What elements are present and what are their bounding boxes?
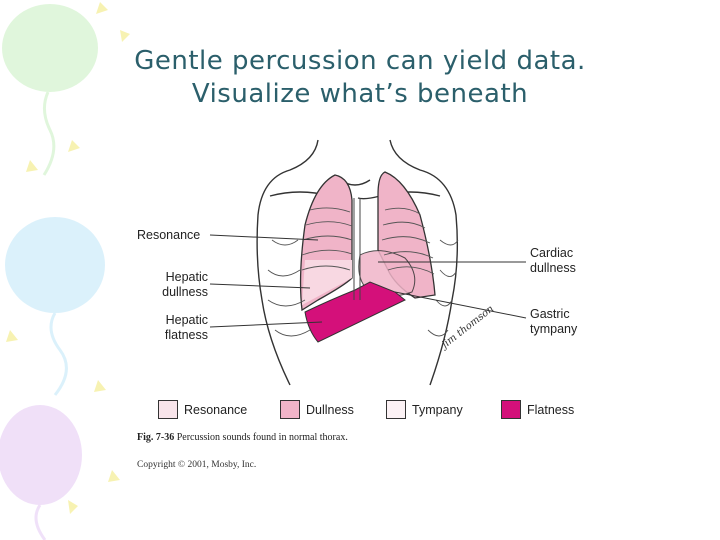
label-cardiac-dullness-line2: dullness (530, 261, 576, 275)
legend-label-dullness: Dullness (306, 403, 354, 417)
right-lung (299, 174, 353, 312)
blue-balloon (5, 217, 105, 313)
legend-label-tympany: Tympany (412, 403, 463, 417)
sternum (353, 198, 361, 300)
figure-number: Fig. 7-36 (137, 432, 175, 443)
label-hepatic-dullness-line2: dullness (162, 285, 208, 299)
legend-swatch-flatness (501, 400, 521, 419)
label-hepatic-flatness-line2: flatness (164, 328, 208, 342)
legend-swatch-tympany (386, 400, 406, 419)
legend-label-resonance: Resonance (184, 403, 248, 417)
label-resonance: Resonance (137, 228, 201, 242)
purple-balloon (0, 405, 82, 505)
label-gastric-tympany: Gastric tympany (530, 307, 577, 337)
figure-caption: Fig. 7-36 Percussion sounds found in nor… (137, 432, 348, 443)
leader-lines (209, 234, 527, 328)
label-gastric-tympany-line2: tympany (530, 322, 578, 336)
label-cardiac-dullness: Cardiac dullness (530, 246, 576, 276)
copyright-notice: Copyright © 2001, Mosby, Inc. (137, 460, 257, 470)
label-hepatic-dullness-line1: Hepatic (165, 270, 208, 284)
figure-caption-text: Percussion sounds found in normal thorax… (176, 432, 348, 443)
legend-swatch-dullness (280, 400, 300, 419)
slide-title-line-2: Visualize what’s beneath (191, 79, 529, 109)
legend: Resonance Dullness Tympany Flatness (158, 400, 598, 422)
label-hepatic-flatness-line1: Hepatic (165, 313, 208, 327)
label-gastric-tympany-line1: Gastric (530, 307, 570, 321)
label-cardiac-dullness-line1: Cardiac (530, 246, 574, 260)
slide-title-line-1: Gentle percussion can yield data. (134, 46, 586, 76)
label-hepatic-dullness: Hepatic dullness (138, 270, 208, 300)
legend-swatch-resonance (158, 400, 178, 419)
label-hepatic-flatness: Hepatic flatness (138, 313, 208, 343)
green-balloon (2, 4, 98, 92)
confetti (6, 2, 130, 514)
rib-lines (267, 207, 459, 337)
balloon-background (0, 2, 130, 540)
legend-label-flatness: Flatness (527, 403, 575, 417)
